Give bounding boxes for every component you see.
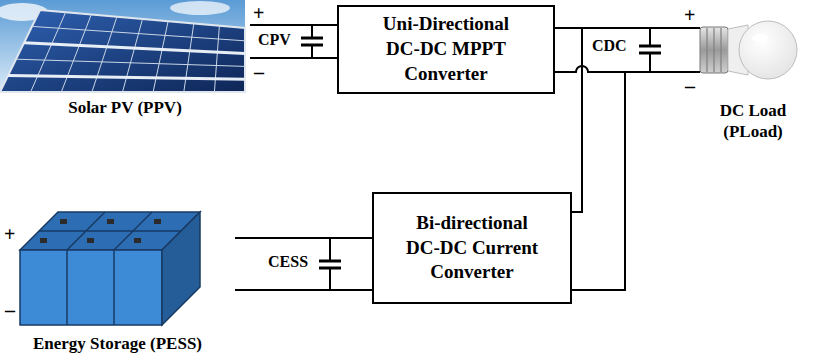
terminal: [107, 219, 114, 224]
wire: [250, 57, 337, 59]
lead: [649, 53, 651, 72]
solar-panel-picture: [0, 0, 245, 92]
ridge: [706, 28, 707, 72]
bulb-glass: [739, 21, 797, 79]
converter-box: Uni-Directional DC-DC MPPT Converter: [337, 5, 555, 94]
capacitor-label: CDC: [592, 38, 627, 54]
terminal: [87, 238, 94, 243]
polarity-sign: –: [5, 300, 15, 320]
wire: [572, 28, 700, 212]
divider: [113, 250, 115, 325]
highlight: [752, 34, 768, 42]
polarity-sign: +: [253, 3, 264, 23]
grid-line: [184, 24, 194, 93]
plate: [639, 45, 661, 48]
lead: [329, 238, 331, 261]
bulb-base: [700, 27, 728, 73]
grid-line: [31, 12, 66, 92]
polarity-sign: +: [4, 224, 15, 244]
bulb-picture: [700, 21, 797, 79]
grid-line: [123, 19, 143, 92]
terminals: [40, 219, 161, 243]
grid-line: [214, 26, 219, 92]
ridge: [720, 28, 721, 72]
converter-name: Uni-Directional DC-DC MPPT Converter: [366, 12, 526, 86]
capacitor-symbol: [639, 28, 661, 72]
wire-connector: [555, 28, 700, 72]
converter-box: Bi-directional DC-DC Current Converter: [372, 192, 572, 304]
device-name: Energy Storage (PESS): [33, 333, 202, 354]
grid-line: [32, 26, 245, 40]
panel: [0, 10, 245, 92]
cloud: [170, 1, 230, 15]
terminal: [40, 238, 47, 243]
panel-grid: [8, 12, 245, 92]
solar-pv-device: Solar PV (PPV): [0, 0, 250, 118]
device-name: Solar PV (PPV): [68, 97, 182, 118]
grid-line: [24, 43, 245, 54]
cell-dividers: [39, 212, 181, 325]
lead: [311, 25, 313, 38]
polarity-sign: –: [254, 62, 264, 82]
lead: [311, 45, 313, 58]
grid-line: [61, 15, 91, 93]
divider: [66, 250, 68, 325]
capacitor-symbol: [319, 238, 341, 290]
polarity-sign: +: [684, 5, 695, 25]
polarity-sign: –: [685, 76, 695, 96]
lead: [649, 28, 651, 46]
wire: [235, 237, 372, 239]
divider: [39, 230, 181, 232]
plate: [319, 260, 341, 263]
battery-picture: [20, 212, 200, 325]
grid-line: [92, 17, 117, 92]
wire: [250, 24, 337, 26]
grid-line: [8, 76, 245, 80]
battery-front: [20, 250, 162, 325]
grid-line: [153, 21, 168, 92]
wire: [572, 72, 700, 290]
terminal: [60, 219, 67, 224]
terminal: [154, 219, 161, 224]
wire-connector: [250, 25, 337, 58]
ridge: [713, 28, 714, 72]
plate: [301, 37, 323, 40]
terminal: [134, 238, 141, 243]
energy-storage-device: Energy Storage (PESS): [0, 200, 235, 354]
wire: [235, 289, 372, 291]
base-ridges: [707, 28, 721, 72]
grid-line: [16, 59, 245, 66]
capacitor-label: CESS: [268, 254, 308, 270]
device-name: DC Load (PLoad): [700, 100, 806, 143]
converter-name: Bi-directional DC-DC Current Converter: [397, 211, 547, 285]
battery-side: [162, 212, 200, 325]
dc-load-device: DC Load (PLoad): [700, 0, 806, 142]
wire-connector: [235, 238, 372, 290]
capacitor-label: CPV: [258, 32, 291, 48]
capacitor-symbol: [301, 25, 323, 58]
wire-connector: [572, 28, 700, 290]
lead: [329, 268, 331, 290]
